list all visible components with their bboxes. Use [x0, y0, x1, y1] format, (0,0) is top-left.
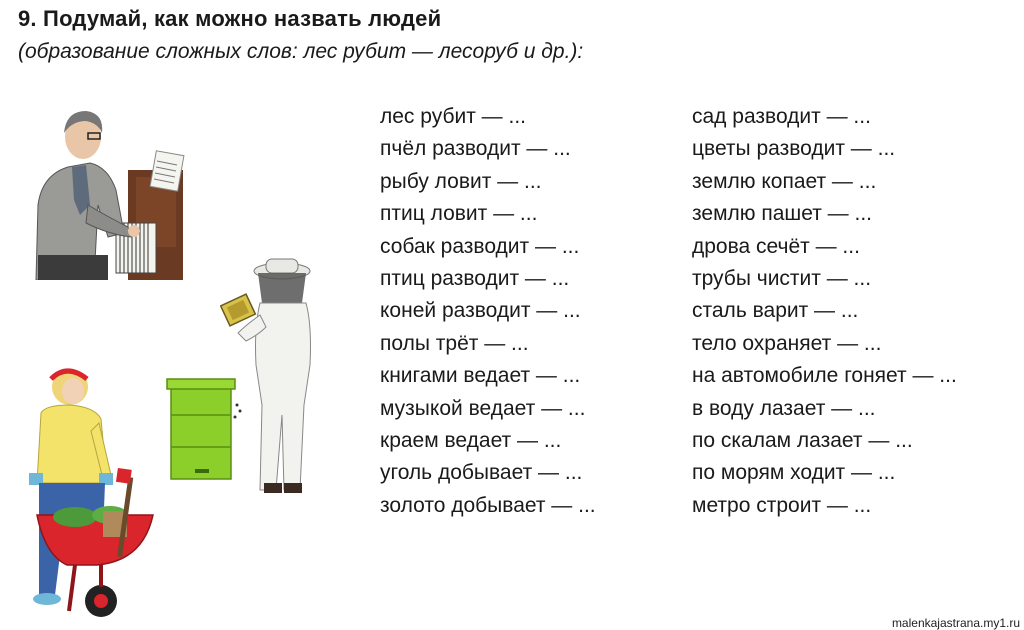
- phrase-item: тело охраняет — ...: [692, 331, 882, 355]
- phrase-item: пчёл разводит — ...: [380, 137, 571, 161]
- phrase-item: птиц ловит — ...: [380, 202, 538, 226]
- phrase-item: сад разводит — ...: [692, 105, 871, 128]
- phrase-item: уголь добывает — ...: [380, 461, 583, 485]
- phrase-list-right: сад разводит — ... цветы разводит — ... …: [692, 101, 957, 522]
- exercise-title: 9. Подумай, как можно назвать людей: [18, 6, 442, 31]
- phrase-item: птиц разводит — ...: [380, 266, 570, 290]
- pianist-illustration: [35, 111, 185, 280]
- phrase-item: полы трёт — ...: [380, 331, 529, 355]
- exercise-subtitle: (образование сложных слов: лес рубит — л…: [18, 40, 584, 63]
- phrase-item: в воду лазает — ...: [692, 396, 876, 420]
- phrase-item: землю пашет — ...: [692, 202, 873, 226]
- phrase-item: трубы чистит — ...: [692, 266, 872, 290]
- phrase-item: цветы разводит — ...: [692, 137, 896, 161]
- phrase-item: лес рубит — ...: [380, 105, 526, 128]
- phrase-item: рыбу ловит — ...: [380, 169, 542, 193]
- phrase-item: на автомобиле гоняет — ...: [692, 364, 957, 388]
- phrase-item: музыкой ведает — ...: [380, 396, 586, 420]
- phrase-item: сталь варит — ...: [692, 299, 859, 323]
- beehive-illustration: [166, 378, 242, 480]
- phrase-item: дрова сечёт — ...: [692, 234, 860, 258]
- phrase-item: метро строит — ...: [692, 493, 872, 517]
- phrase-item: коней разводит — ...: [380, 299, 581, 323]
- phrase-item: золото добывает — ...: [380, 493, 596, 517]
- phrase-item: по скалам лазает — ...: [692, 428, 913, 452]
- phrase-list-left: лес рубит — ... пчёл разводит — ... рыбу…: [380, 101, 596, 522]
- phrase-item: книгами ведает — ...: [380, 364, 581, 388]
- site-watermark: malenkajastrana.my1.ru: [891, 616, 1020, 630]
- phrase-item: землю копает — ...: [692, 169, 877, 193]
- phrase-item: по морям ходит — ...: [692, 461, 896, 485]
- phrase-item: краем ведает — ...: [380, 428, 562, 452]
- gardener-illustration: [29, 368, 154, 617]
- phrase-item: собак разводит — ...: [380, 234, 580, 258]
- beekeeper-illustration: [220, 258, 311, 493]
